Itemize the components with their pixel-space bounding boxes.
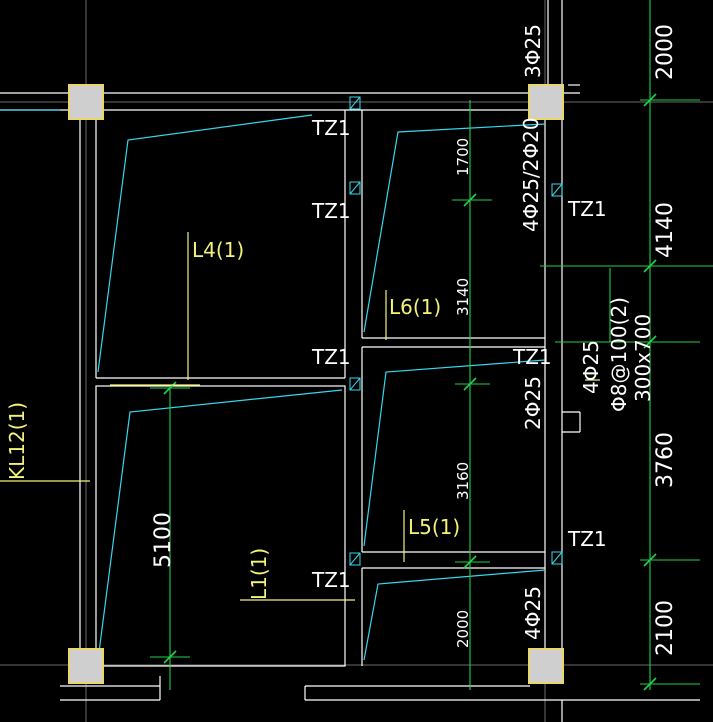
label-tz1: TZ1 xyxy=(311,116,351,140)
label-kl12: KL12(1) xyxy=(5,402,29,480)
column-bottom-right xyxy=(528,648,564,684)
rebar-top-3phi25: 3Φ25 xyxy=(521,24,545,78)
label-l1: L1(1) xyxy=(247,548,271,600)
dim-3140: 3140 xyxy=(454,278,472,316)
label-tz1: TZ1 xyxy=(311,568,351,592)
dim-2000-top: 2000 xyxy=(653,24,678,80)
dim-3160: 3160 xyxy=(454,462,472,500)
rebar-2phi25: 2Φ25 xyxy=(521,376,545,430)
dim-1700: 1700 xyxy=(454,138,472,176)
label-l4: L4(1) xyxy=(192,238,244,262)
columns xyxy=(68,84,564,684)
dim-3760: 3760 xyxy=(653,432,678,488)
dim-4140: 4140 xyxy=(653,202,678,258)
label-tz1: TZ1 xyxy=(311,199,351,223)
dimension-lines xyxy=(150,0,713,690)
column-bottom-left xyxy=(68,648,104,684)
label-l5: L5(1) xyxy=(408,515,460,539)
dimension-ticks xyxy=(163,93,657,691)
slab-outlines xyxy=(0,109,546,661)
rebar-bottom-4phi25: 4Φ25 xyxy=(521,586,545,640)
rebar-4phi25: 4Φ25 xyxy=(579,340,603,394)
label-tz1: TZ1 xyxy=(567,527,607,551)
rebar-section: 300x700 xyxy=(631,314,655,402)
dim-2100: 2100 xyxy=(653,600,678,656)
dim-2000-low: 2000 xyxy=(454,610,472,648)
label-tz1: TZ1 xyxy=(512,345,552,369)
tz1-markers xyxy=(349,96,563,566)
label-tz1: TZ1 xyxy=(567,197,607,221)
rebar-stirrup: Φ8@100(2) xyxy=(607,297,631,412)
column-top-right xyxy=(528,84,564,120)
rebar-4phi25-2phi20: 4Φ25/2Φ20 xyxy=(519,117,543,232)
label-tz1: TZ1 xyxy=(311,345,351,369)
label-l6: L6(1) xyxy=(389,295,441,319)
column-top-left xyxy=(68,84,104,120)
beam-leaders xyxy=(0,232,600,601)
dim-5100: 5100 xyxy=(151,512,176,568)
